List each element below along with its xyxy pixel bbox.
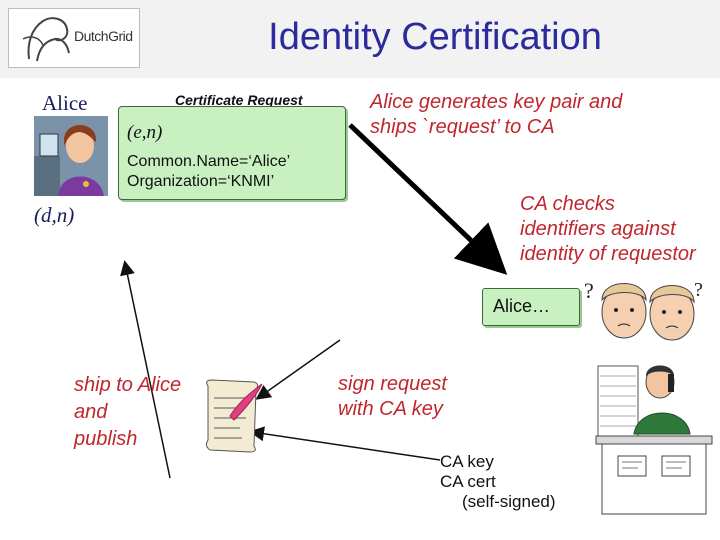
annotation-sign-line: with CA key	[338, 398, 443, 420]
signed-certificate-icon	[205, 379, 263, 453]
annotation-check-line: identifiers against	[520, 218, 676, 240]
annotation-ship-line: publish	[74, 428, 138, 450]
annotation-generate-line: Alice generates key pair and	[370, 91, 623, 113]
annotation-sign-line: sign request	[338, 373, 447, 395]
ca-key-label: CA key	[440, 452, 494, 471]
question-heads-icon: ? ?	[584, 278, 703, 341]
alice-label: Alice	[42, 91, 88, 115]
logo-figure-icon	[22, 17, 70, 62]
request-public-key: (e,n)	[127, 122, 163, 143]
certificate-request-heading: Certificate Request	[175, 92, 303, 108]
annotation-generate-line: ships `request’ to CA	[370, 116, 555, 138]
alice-private-key: (d,n)	[34, 203, 75, 227]
annotation-check-line: CA checks	[520, 193, 615, 215]
annotation-check-line: identity of requestor	[520, 243, 696, 265]
alice-person-icon	[34, 116, 108, 196]
arrow-request-to-ca	[348, 123, 508, 275]
arrow-ship-to-alice	[120, 260, 171, 479]
arrow-cakey-to-sign	[249, 426, 441, 461]
dutchgrid-logo	[8, 8, 140, 68]
request-common-name: Common.Name=‘Alice’	[127, 153, 291, 170]
annotation-ship-line: and	[74, 401, 108, 423]
annotation-sign: sign request with CA key	[338, 372, 447, 422]
ca-self-signed-label: (self-signed)	[462, 492, 556, 511]
alice-identity-scroll: Alice…	[482, 288, 580, 326]
alice-identity-text: Alice…	[493, 296, 551, 316]
ca-clerk-icon	[595, 365, 713, 515]
page-title: Identity Certification	[268, 16, 602, 58]
certificate-request-scroll: (e,n) Common.Name=‘Alice’ Organization=‘…	[118, 106, 346, 200]
request-organization: Organization=‘KNMI’	[127, 173, 275, 190]
annotation-ship: ship to Alice and publish	[74, 372, 181, 453]
annotation-ship-line: ship to Alice	[74, 374, 182, 396]
annotation-generate: Alice generates key pair and ships `requ…	[370, 90, 622, 140]
annotation-check: CA checks identifiers against identity o…	[520, 192, 696, 267]
ca-items: CA key CA cert (self-signed)	[440, 452, 556, 512]
arrow-ca-to-sign	[255, 339, 341, 400]
ca-cert-label: CA cert	[440, 472, 496, 491]
logo-text: DutchGrid	[74, 28, 133, 44]
svg-text:?: ?	[694, 279, 703, 301]
svg-text:?: ?	[584, 278, 594, 303]
